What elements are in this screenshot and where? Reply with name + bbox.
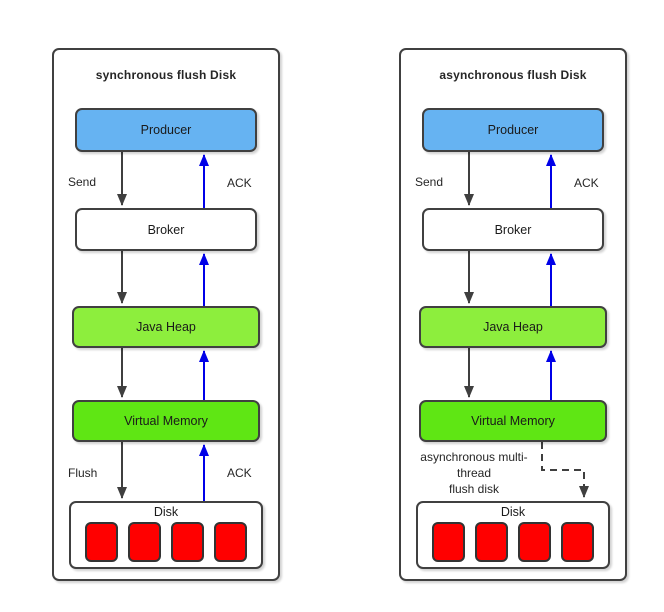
async-flush-panel: asynchronous flush Disk Producer Broker …: [399, 48, 627, 581]
ack-label-bottom: ACK: [227, 466, 252, 480]
async-flush-note: asynchronous multi- thread flush disk: [420, 450, 528, 496]
send-label: Send: [68, 175, 97, 189]
panel-title: synchronous flush Disk: [95, 68, 237, 82]
java-heap-node: Java Heap: [72, 306, 260, 348]
disk-block: [171, 522, 204, 562]
disk-block: [128, 522, 161, 562]
producer-node: Producer: [422, 108, 604, 152]
disk-blocks: [432, 522, 594, 562]
disk-block: [214, 522, 247, 562]
broker-node: Broker: [422, 208, 604, 251]
send-label: Send: [415, 175, 444, 189]
disk-blocks: [85, 522, 247, 562]
ack-label-top: ACK: [227, 176, 252, 190]
disk-label: Disk: [153, 505, 179, 519]
sync-flush-panel: synchronous flush Disk Producer Broker J…: [52, 48, 280, 581]
panel-title: asynchronous flush Disk: [439, 68, 587, 82]
broker-node: Broker: [75, 208, 257, 251]
producer-node: Producer: [75, 108, 257, 152]
flush-label: Flush: [68, 466, 98, 480]
disk-block: [85, 522, 118, 562]
disk-block: [432, 522, 465, 562]
ack-label-top: ACK: [574, 176, 599, 190]
virtual-memory-node: Virtual Memory: [72, 400, 260, 442]
disk-block: [475, 522, 508, 562]
disk-block: [561, 522, 594, 562]
disk-node: Disk: [416, 501, 610, 569]
java-heap-node: Java Heap: [419, 306, 607, 348]
disk-node: Disk: [69, 501, 263, 569]
disk-block: [518, 522, 551, 562]
dashed-arrow-async-flush-to-disk: [541, 442, 589, 498]
virtual-memory-node: Virtual Memory: [419, 400, 607, 442]
disk-label: Disk: [500, 505, 526, 519]
